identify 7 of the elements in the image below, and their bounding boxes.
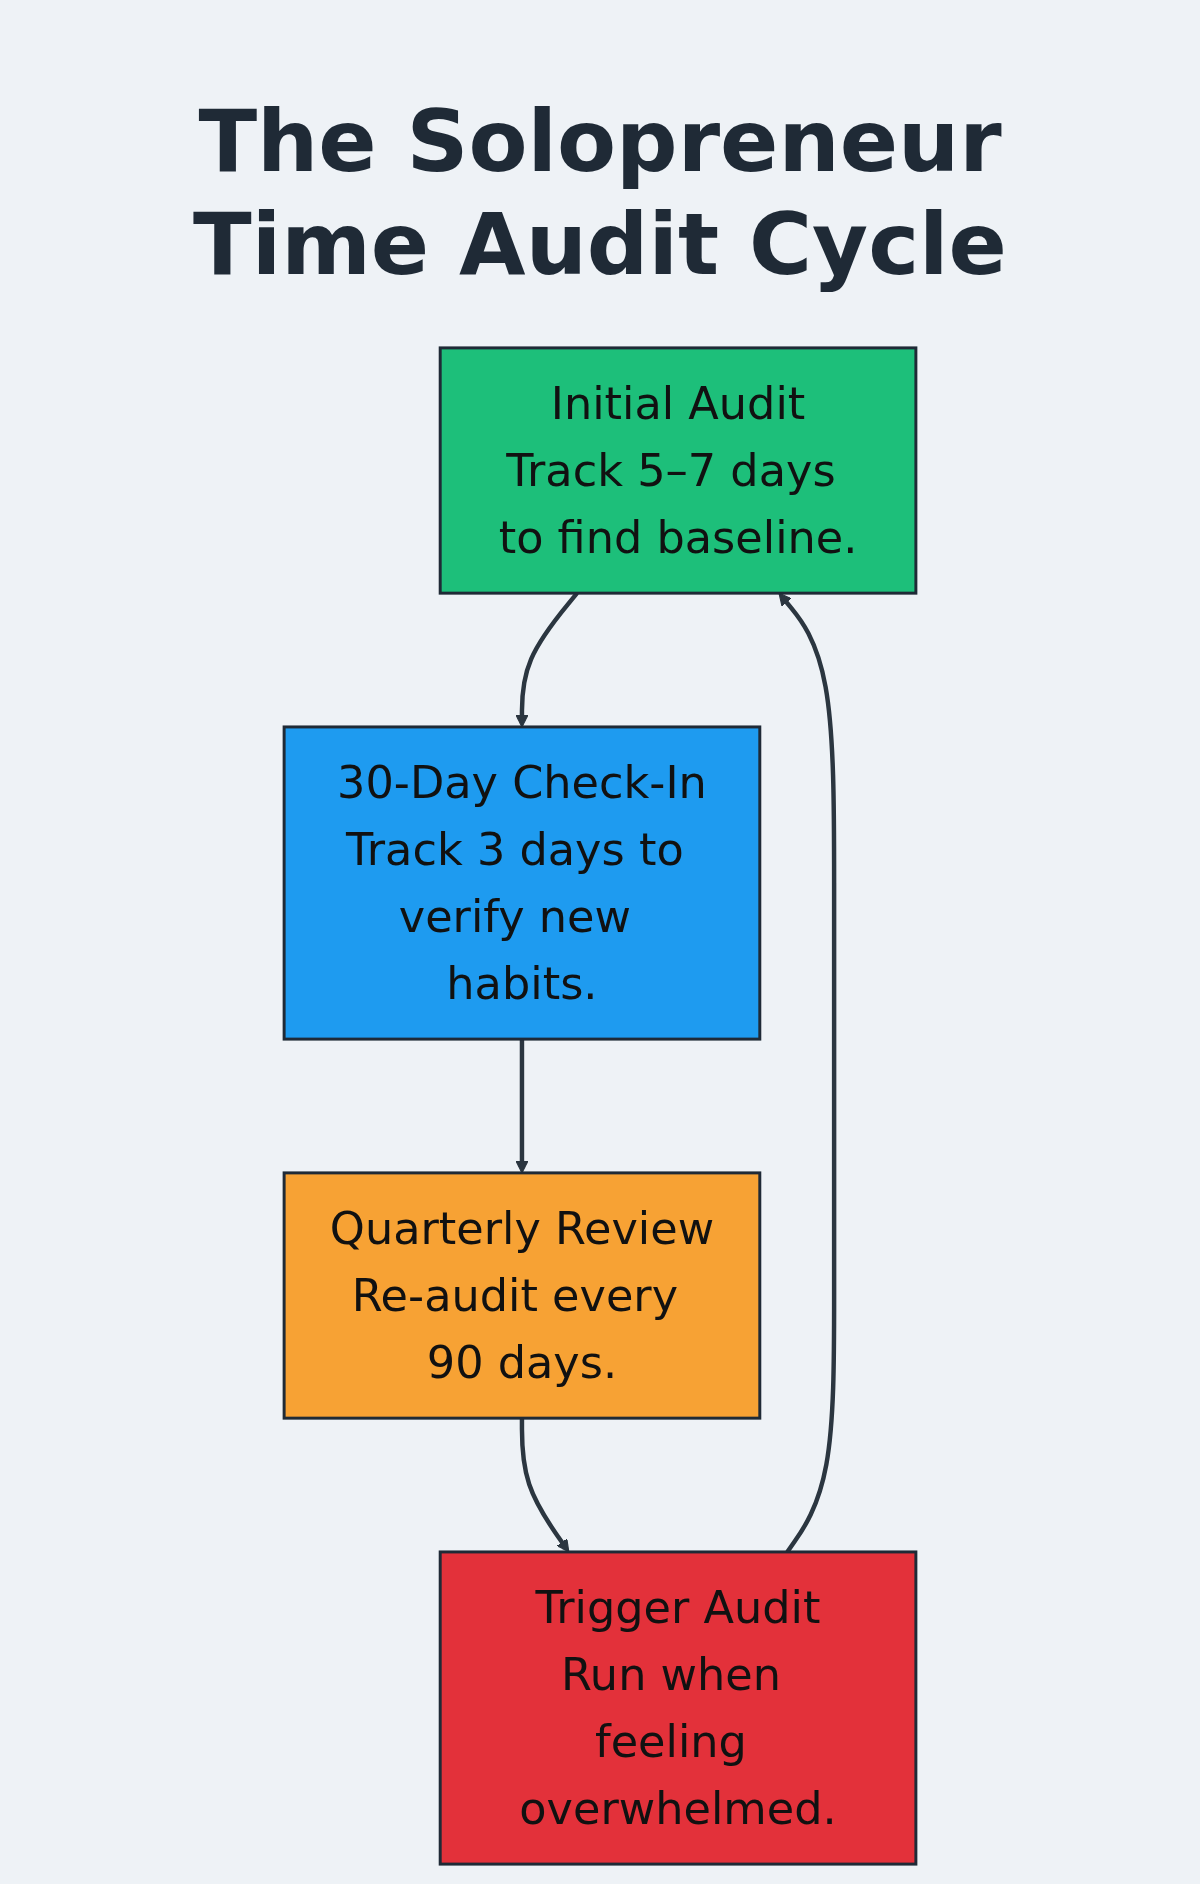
node-box: Trigger Audit Run when feeling overwhelmed.: [438, 1550, 918, 1866]
arrow: [519, 1418, 570, 1553]
arrow: [515, 1039, 529, 1174]
title: The Solopreneur Time Audit Cycle: [192, 90, 1008, 297]
node-box: Quarterly Review Re-audit every 90 days.: [282, 1171, 762, 1421]
node-box: 30-Day Check-In Track 3 days to verify new habits.: [282, 725, 762, 1041]
node-box: Initial Audit Track 5–7 days to find baseline.: [438, 346, 918, 596]
